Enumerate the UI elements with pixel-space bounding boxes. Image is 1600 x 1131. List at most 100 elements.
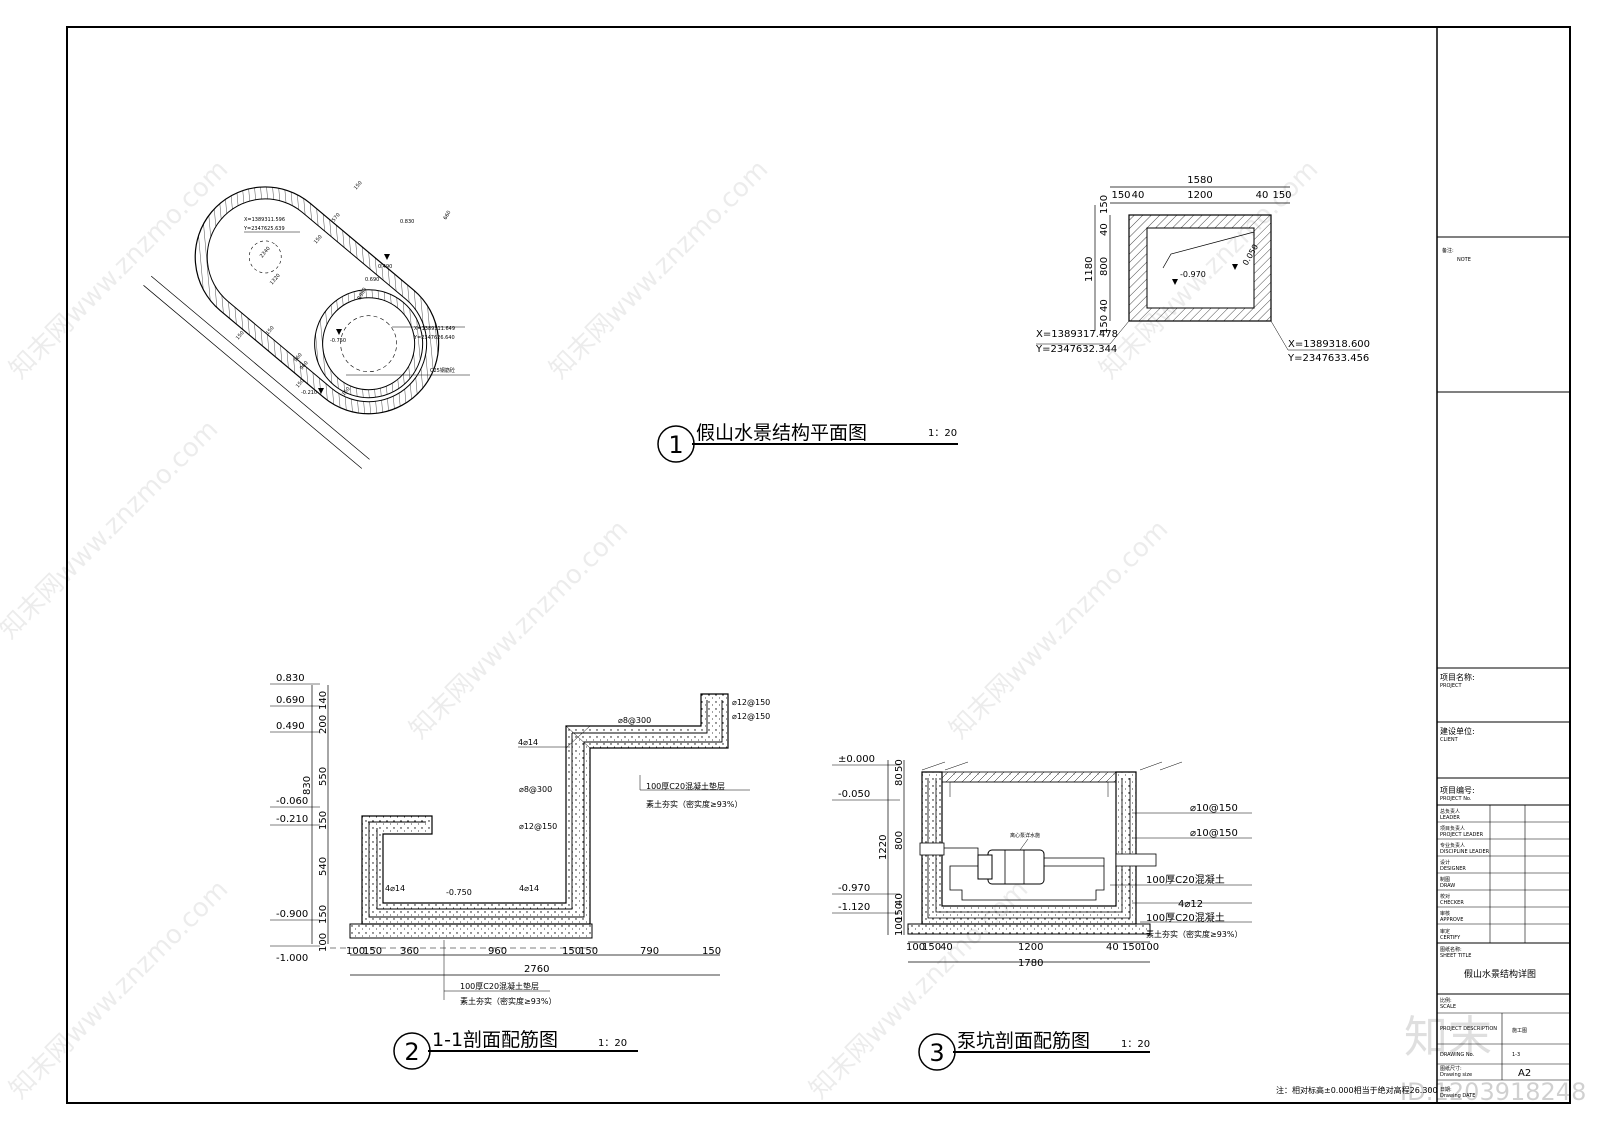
rebar-label: ⌀12@150 <box>519 822 557 831</box>
footnote: 注：相对标高±0.000相当于绝对高程26.300 <box>1276 1085 1438 1095</box>
dim-r1: 960 <box>293 352 304 363</box>
vdim: 140 <box>318 691 329 710</box>
pump-label: 离心泵详水施 <box>1010 832 1040 839</box>
title-block: 备注: NOTE 项目名称: PROJECT 建设单位: CLIENT 项目编号… <box>1437 236 1570 1099</box>
dim-text: 150 <box>313 234 324 245</box>
hdim: 40 <box>1106 942 1119 953</box>
watermark-text: 知末网www.znzmo.com <box>404 514 635 745</box>
pit-base-pad <box>907 923 1151 935</box>
pit-cover <box>941 771 1117 783</box>
note-label: 备注: <box>1442 247 1454 254</box>
elevation-label: -0.050 <box>838 789 870 800</box>
size-label: 图纸尺寸: <box>1440 1065 1462 1072</box>
dim-left: 40 <box>1099 299 1110 312</box>
elev-top: 0.830 <box>400 219 414 225</box>
coord-left-x: X=1389317.478 <box>1036 329 1118 340</box>
elev-b: 0.690 <box>365 277 379 283</box>
row-label-en: CHECKER <box>1440 900 1464 906</box>
size-value: A2 <box>1518 1068 1531 1079</box>
vdim: 550 <box>318 767 329 786</box>
row-label: 审定 <box>1440 928 1450 935</box>
project-label: 项目名称: <box>1440 672 1475 682</box>
pit-elevations: ±0.000 -0.050 -0.970 -1.120 <box>832 754 900 914</box>
coord-left-y: Y=2347632.344 <box>1035 344 1117 355</box>
coord-right-y: Y=2347633.456 <box>1287 353 1369 364</box>
coord-right-x: X=1389318.600 <box>1288 339 1370 350</box>
plan-scale: 1：20 <box>928 428 957 439</box>
dim-top: 40 <box>1132 190 1145 201</box>
section-concrete <box>361 693 729 925</box>
rebar-line <box>368 700 723 918</box>
vdim: 1220 <box>878 835 889 860</box>
elevation-label: 0.830 <box>276 673 305 684</box>
hdim: 960 <box>488 946 507 957</box>
row-label: 设计 <box>1440 859 1450 866</box>
elevation-label: -1.000 <box>276 953 308 964</box>
note: 100厚C20混凝土垫层 <box>460 981 539 991</box>
elevation-label: 0.490 <box>276 721 305 732</box>
note: 素土夯实（密实度≥93%） <box>460 996 556 1006</box>
vdim: 100 <box>894 917 905 936</box>
section1-title: 1-1剖面配筋图 <box>432 1029 558 1051</box>
dim-r2: 660 <box>443 210 453 221</box>
row-label-en: DESIGNER <box>1440 866 1466 872</box>
elev-pool: -0.750 <box>330 338 346 344</box>
outer-border <box>66 26 1571 1104</box>
section-pump-pit: 离心泵详水施 ±0.000 -0.050 -0.970 -1.120 50 80… <box>832 754 1252 1071</box>
watermark-text: 知末网www.znzmo.com <box>1094 154 1325 385</box>
vdim: 150 <box>894 903 905 922</box>
dim-left: 150 <box>1099 315 1110 334</box>
rebar-label: 4⌀14 <box>385 884 405 893</box>
sheet-title: 假山水景结构详图 <box>1464 968 1536 980</box>
elevation-label: -0.900 <box>276 909 308 920</box>
elevation-label: -1.120 <box>838 902 870 913</box>
note: 100厚C20混凝土垫层 <box>646 781 725 791</box>
rebar-label: ⌀12@150 <box>732 712 770 721</box>
dim-text: 150 <box>235 330 246 341</box>
vdim: 800 <box>894 831 905 850</box>
watermark-text: 知末网www.znzmo.com <box>544 154 775 385</box>
elev-in: -0.970 <box>1180 270 1206 279</box>
rebar-label: 4⌀14 <box>518 738 538 747</box>
section1-elevations: 0.830 0.690 0.490 -0.060 -0.210 -0.900 -… <box>270 673 320 964</box>
section2-title: 泵坑剖面配筋图 <box>957 1030 1090 1052</box>
pump-unit <box>919 842 1157 901</box>
dim-top: 40 <box>1256 190 1269 201</box>
pool-elevation: -0.750 <box>446 888 472 897</box>
hdim: 150 <box>1122 942 1141 953</box>
dim-text: 150 <box>265 325 276 336</box>
elev-a: 0.490 <box>378 264 392 270</box>
dim-text: 150 <box>341 386 352 397</box>
hdim: 150 <box>562 946 581 957</box>
vdim: 150 <box>318 905 329 924</box>
watermark-text: 知末网www.znzmo.com <box>4 874 235 1105</box>
pit-labels: ⌀10@150 ⌀10@150 100厚C20混凝土 4⌀12 100厚C20混… <box>1110 803 1252 939</box>
hdim: 150 <box>922 942 941 953</box>
hdim: 360 <box>400 946 419 957</box>
rebar-label: 4⌀14 <box>519 884 539 893</box>
rebar-label: ⌀8@300 <box>519 785 552 794</box>
total-width: 2760 <box>524 964 549 975</box>
row-label-en: DISCIPLINE LEADER <box>1440 849 1490 855</box>
vdim: 830 <box>302 776 313 795</box>
note: 素土夯实（密实度≥93%） <box>646 799 742 809</box>
note: 100厚C20混凝土 <box>1146 873 1225 886</box>
coord-top-x: X=1389311.596 <box>244 217 285 223</box>
watermark-text: 知末网www.znzmo.com <box>0 414 224 645</box>
plan-number: 1 <box>668 431 683 459</box>
vdim: 200 <box>318 715 329 734</box>
total-width: 1780 <box>1018 958 1043 969</box>
section1-labels: 4⌀14 ⌀8@300 ⌀12@150 ⌀12@150 ⌀8@300 ⌀12@1… <box>385 698 770 1006</box>
pit-vertical-dims: 50 80 1220 800 40 150 100 <box>878 759 905 936</box>
row-label-en: LEADER <box>1440 815 1460 821</box>
elev-bottom: -0.210 <box>301 390 317 396</box>
vdim: 50 <box>894 759 905 772</box>
rebar-label: ⌀8@300 <box>618 716 651 725</box>
hdim: 40 <box>940 942 953 953</box>
hdim: 150 <box>579 946 598 957</box>
date-label: 日期: <box>1440 1087 1452 1093</box>
coord-top-y: Y=2347625.639 <box>243 226 285 232</box>
dim-top: 1200 <box>1187 190 1212 201</box>
rebar-label: ⌀10@150 <box>1190 828 1238 839</box>
